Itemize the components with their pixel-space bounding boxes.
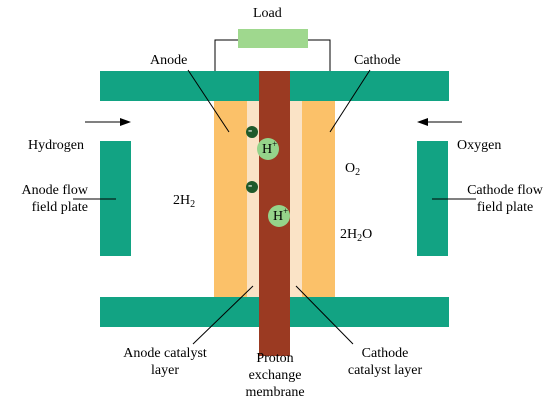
h2-label: 2H2	[173, 193, 196, 210]
anode-catalyst-leader	[192, 285, 254, 345]
proton-1-label: H+	[262, 139, 278, 157]
oxygen-label: Oxygen	[457, 138, 502, 153]
anode-catalyst-layer-label: Anode catalyst layer	[123, 346, 207, 378]
cathode-catalyst-leader	[295, 285, 354, 345]
electron-2	[246, 181, 258, 193]
cathode-label: Cathode	[354, 53, 401, 68]
anode-catalyst-layer	[247, 101, 259, 297]
hydrogen-label: Hydrogen	[28, 138, 84, 153]
load-label: Load	[253, 6, 282, 21]
oxygen-arrow-head	[417, 118, 428, 126]
h2o-label: 2H2O	[340, 227, 373, 244]
electron-2-sign: -	[248, 177, 253, 192]
electron-1	[246, 126, 258, 138]
anode-leader	[187, 69, 230, 133]
o2-label: O2	[345, 161, 361, 178]
cathode-flow-field-plate-label: Cathode flow field plate	[467, 183, 543, 215]
hydrogen-arrow-head	[120, 118, 131, 126]
anode-label: Anode	[150, 53, 188, 68]
proton-exchange-membrane-label: Proton exchange membrane	[245, 351, 305, 400]
cathode-catalyst-layer	[290, 101, 302, 297]
proton-2-label: H+	[273, 206, 289, 224]
cathode-catalyst-layer-label: Cathode catalyst layer	[347, 346, 423, 378]
proton-1	[257, 138, 279, 160]
load-resistor	[238, 29, 308, 48]
anode-flow-field-plate-label: Anode flow field plate	[21, 183, 89, 215]
anode-gas-diffusion-layer	[214, 101, 247, 297]
cathode-gas-diffusion-layer	[302, 101, 335, 297]
proton-2	[268, 205, 290, 227]
cathode-leader	[329, 69, 371, 133]
electron-1-sign: -	[248, 122, 253, 137]
